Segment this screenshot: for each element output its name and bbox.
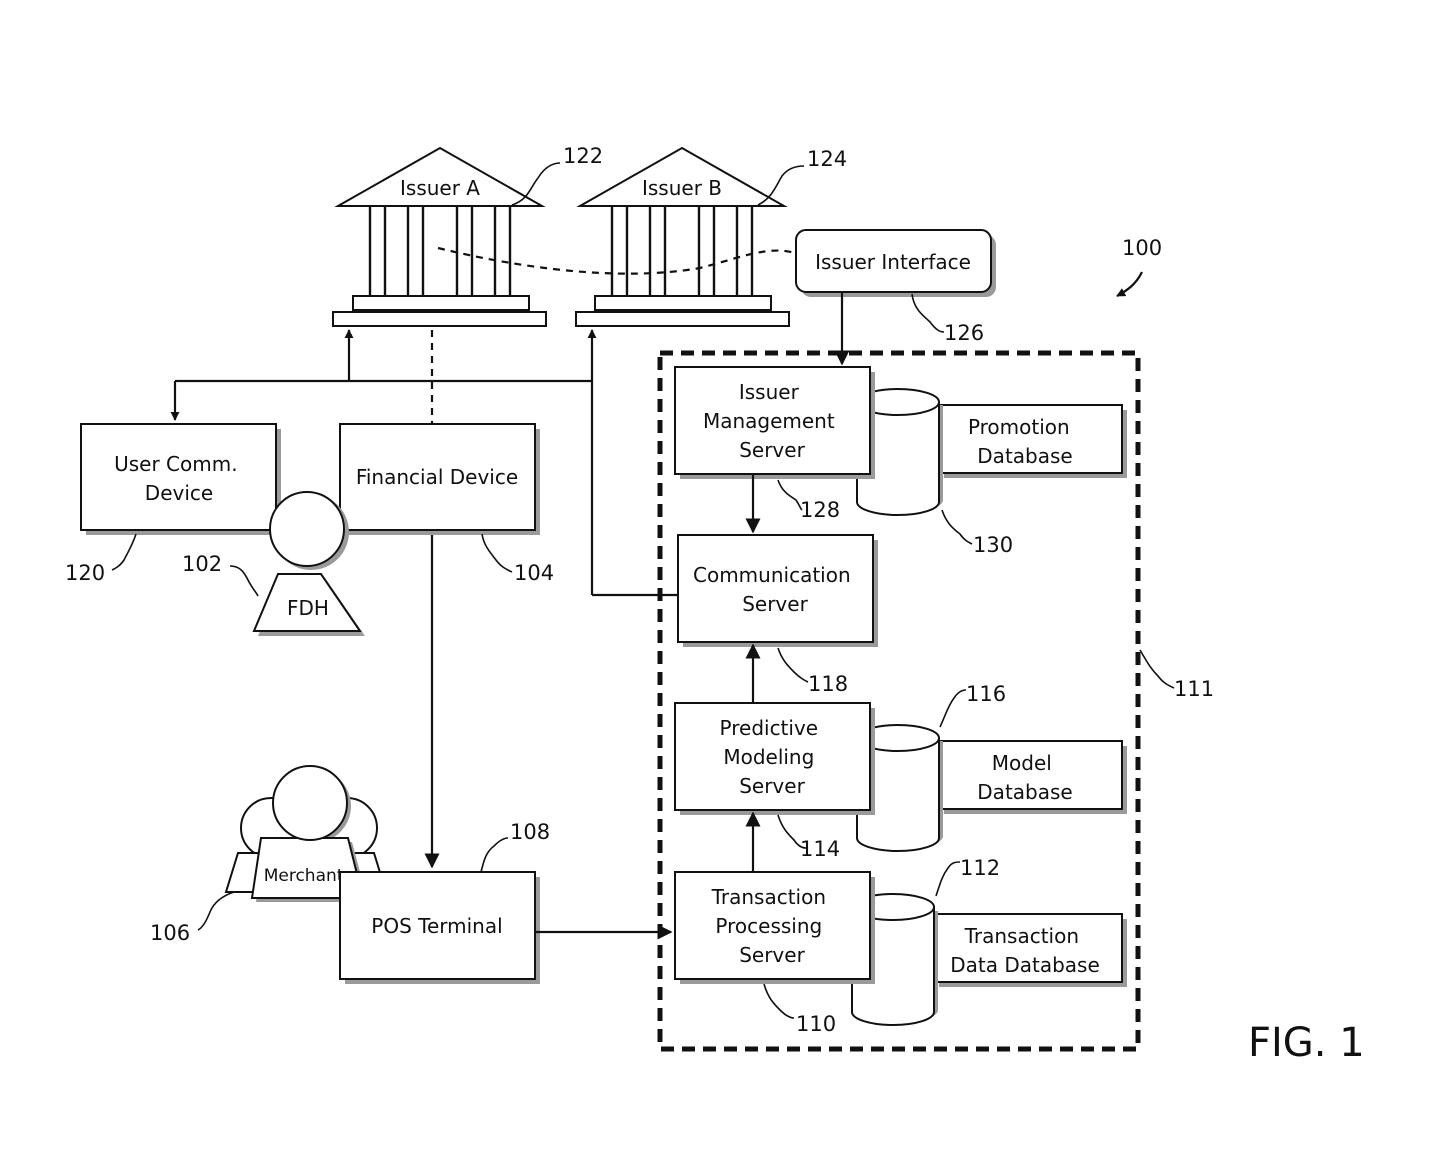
- issuer-interface-label: Issuer Interface: [815, 250, 971, 274]
- financial-device-box: Financial Device: [339, 423, 540, 535]
- issuer-b-bank: Issuer B: [575, 146, 790, 327]
- ref-108: 108: [510, 820, 550, 844]
- transaction-data-database: Transaction Data Database: [851, 893, 1127, 1026]
- ref-120: 120: [65, 561, 105, 585]
- issuer-a-bank: Issuer A: [332, 146, 547, 327]
- ref-122: 122: [563, 144, 603, 168]
- ref-130: 130: [973, 533, 1013, 557]
- pos-terminal-box: POS Terminal: [339, 871, 540, 984]
- ref-114: 114: [800, 837, 840, 861]
- transaction-data-database-label: Transaction Data Database: [950, 924, 1100, 977]
- ref-104: 104: [514, 561, 554, 585]
- promotion-database: Promotion Database: [856, 388, 1127, 516]
- issuer-management-server-box: Issuer Management Server: [674, 366, 875, 479]
- ref-128: 128: [800, 498, 840, 522]
- ref-102: 102: [182, 552, 222, 576]
- ref-124: 124: [807, 147, 847, 171]
- reference-numerals: 122 124 126 100 128 130 120 102 104 118 …: [65, 144, 1214, 1036]
- issuer-network-dashed-link: [437, 246, 799, 275]
- figure-label: FIG. 1: [1248, 1020, 1365, 1066]
- financial-device-label: Financial Device: [356, 465, 518, 489]
- merchants-label: Merchants: [264, 866, 353, 886]
- merchants-group: Merchants: [224, 765, 388, 902]
- fdh-label: FDH: [287, 596, 329, 620]
- fdh-person: FDH: [252, 491, 365, 636]
- connectors: [170, 292, 850, 940]
- communication-server-label: Communication Server: [693, 563, 857, 616]
- user-comm-device-label: User Comm. Device: [114, 452, 244, 505]
- ref-112: 112: [960, 856, 1000, 880]
- pos-terminal-label: POS Terminal: [371, 914, 502, 938]
- ref-118: 118: [808, 672, 848, 696]
- communication-server-box: Communication Server: [677, 534, 878, 647]
- ref-126: 126: [944, 321, 984, 345]
- model-database: Model Database: [856, 724, 1127, 852]
- ref-100-arrow: [1116, 271, 1143, 297]
- issuer-a-label: Issuer A: [400, 176, 480, 200]
- ref-110: 110: [796, 1012, 836, 1036]
- transaction-processing-server-label: Transaction Processing Server: [711, 885, 833, 967]
- issuer-b-label: Issuer B: [642, 176, 722, 200]
- ref-100: 100: [1122, 236, 1162, 260]
- predictive-modeling-server-box: Predictive Modeling Server: [674, 702, 875, 815]
- transaction-processing-server-box: Transaction Processing Server: [674, 871, 875, 984]
- promotion-database-label: Promotion Database: [968, 415, 1076, 468]
- predictive-modeling-server-label: Predictive Modeling Server: [720, 716, 825, 798]
- platform-boundary: [657, 350, 1141, 1052]
- issuer-management-server-label: Issuer Management Server: [703, 380, 841, 462]
- ref-111: 111: [1174, 677, 1214, 701]
- ref-106: 106: [150, 921, 190, 945]
- model-database-label: Model Database: [977, 751, 1072, 804]
- ref-116: 116: [966, 682, 1006, 706]
- user-comm-device-box: User Comm. Device: [80, 423, 281, 535]
- issuer-interface-box: Issuer Interface: [795, 229, 996, 297]
